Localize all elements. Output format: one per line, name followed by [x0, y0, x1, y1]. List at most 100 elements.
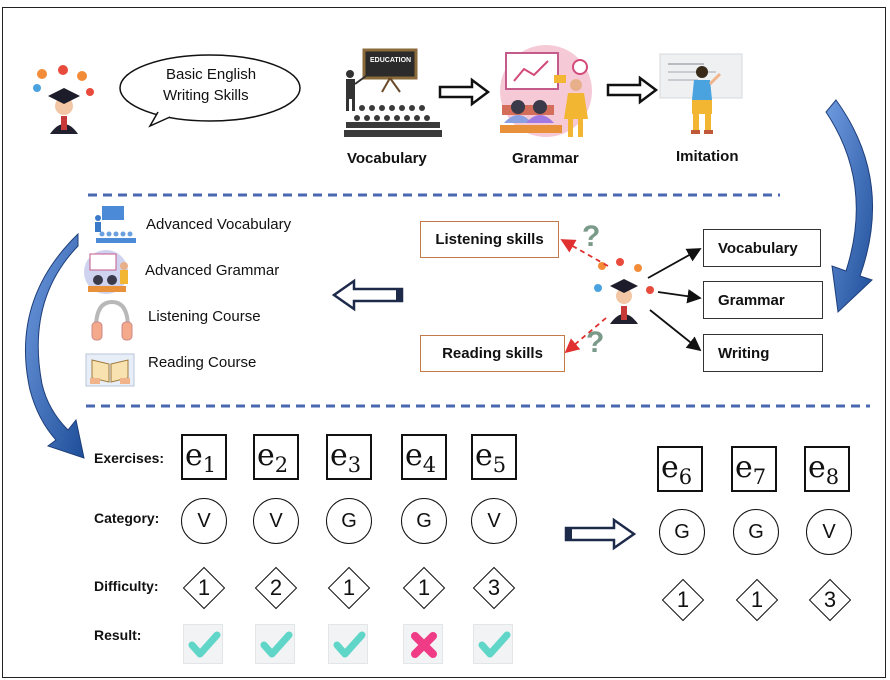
exercise-box-5: e5	[471, 434, 517, 480]
exercise-index: 6	[678, 465, 693, 489]
arrow-to-grammar	[657, 289, 702, 304]
arrow-to-writing	[649, 309, 702, 352]
reading-book-icon	[85, 353, 135, 387]
step-label-vocabulary: Vocabulary	[347, 150, 427, 167]
question-mark-lower: ?	[586, 326, 605, 359]
exercise-index: 4	[422, 453, 437, 477]
step-label-grammar: Grammar	[512, 150, 579, 167]
category-circle-4: G	[401, 498, 447, 544]
course-reading: Reading Course	[148, 354, 257, 371]
difficulty-value: 1	[676, 587, 690, 612]
category-circle-8: V	[806, 509, 852, 555]
difficulty-value: 1	[750, 587, 764, 612]
difficulty-diamond-6: 1	[661, 578, 705, 622]
category-circle-7: G	[733, 509, 779, 555]
classroom-icon	[344, 48, 442, 137]
exercise-index: 8	[825, 465, 840, 489]
difficulty-diamond-2: 2	[254, 566, 298, 610]
curved-arrow-right	[825, 99, 874, 314]
exercise-letter: e	[185, 438, 203, 473]
exercise-letter: e	[405, 438, 423, 473]
checkmark-icon	[260, 631, 293, 658]
difficulty-value: 2	[269, 575, 283, 600]
exercise-box-6: e6	[657, 446, 703, 492]
difficulty-diamond-7: 1	[735, 578, 779, 622]
missing-skill-listening: Listening skills	[420, 221, 559, 258]
exercise-letter: e	[735, 450, 753, 485]
result-4	[403, 624, 443, 664]
speech-bubble	[119, 54, 301, 128]
exercise-index: 1	[202, 453, 217, 477]
checkmark-icon	[188, 631, 221, 658]
exercise-index: 7	[752, 465, 767, 489]
hollow-arrow-right	[564, 517, 637, 551]
course-adv-vocabulary: Advanced Vocabulary	[146, 216, 292, 233]
difficulty-value: 1	[197, 575, 211, 600]
student-icon	[33, 65, 94, 134]
exercise-index: 2	[274, 453, 289, 477]
known-skill-vocabulary: Vocabulary	[703, 229, 821, 267]
hollow-arrow-2	[606, 75, 659, 105]
chalkboard-text: EDUCATION	[370, 57, 412, 64]
arrow-to-vocabulary	[647, 248, 702, 279]
speech-line-1: Basic English	[166, 66, 257, 83]
row-label-exercises: Exercises:	[94, 450, 165, 466]
row-label-category: Category:	[94, 510, 160, 526]
exercise-box-4: e4	[401, 434, 447, 480]
result-5	[473, 624, 513, 664]
exercise-box-8: e8	[804, 446, 850, 492]
exercise-letter: e	[475, 438, 493, 473]
exercise-index: 3	[347, 453, 362, 477]
exercise-letter: e	[330, 438, 348, 473]
hollow-arrow-left	[331, 278, 404, 312]
difficulty-value: 3	[487, 575, 501, 600]
missing-skill-reading: Reading skills	[420, 335, 565, 372]
exercise-letter: e	[808, 450, 826, 485]
speech-line-2: Writing Skills	[163, 87, 249, 104]
category-circle-5: V	[471, 498, 517, 544]
exercise-box-1: e1	[181, 434, 227, 480]
hollow-arrow-1	[438, 77, 491, 107]
curved-arrow-left	[24, 232, 85, 459]
row-label-difficulty: Difficulty:	[94, 578, 159, 594]
figure-frame	[2, 7, 886, 678]
grammar-classroom-icon	[500, 45, 592, 137]
difficulty-diamond-3: 1	[327, 566, 371, 610]
difficulty-diamond-4: 1	[402, 566, 446, 610]
row-label-result: Result:	[94, 627, 142, 643]
imitation-icon	[659, 53, 743, 134]
result-2	[255, 624, 295, 664]
student-icon-center	[594, 258, 654, 324]
difficulty-diamond-1: 1	[182, 566, 226, 610]
question-mark-upper: ?	[582, 220, 601, 253]
result-1	[183, 624, 223, 664]
known-skill-writing: Writing	[703, 334, 823, 372]
difficulty-value: 3	[823, 587, 837, 612]
difficulty-value: 1	[342, 575, 356, 600]
adv-grammar-icon	[84, 250, 128, 294]
headphones-icon	[91, 299, 133, 341]
category-circle-6: G	[659, 509, 705, 555]
exercise-box-2: e2	[253, 434, 299, 480]
exercise-letter: e	[257, 438, 275, 473]
difficulty-value: 1	[417, 575, 431, 600]
checkmark-icon	[333, 631, 366, 658]
known-skill-grammar: Grammar	[703, 281, 823, 319]
exercise-index: 5	[492, 453, 507, 477]
cross-icon	[411, 632, 437, 658]
category-circle-2: V	[253, 498, 299, 544]
result-3	[328, 624, 368, 664]
course-listening: Listening Course	[148, 308, 261, 325]
category-circle-1: V	[181, 498, 227, 544]
exercise-box-3: e3	[326, 434, 372, 480]
step-label-imitation: Imitation	[676, 148, 739, 165]
difficulty-diamond-5: 3	[472, 566, 516, 610]
category-circle-3: G	[326, 498, 372, 544]
difficulty-diamond-8: 3	[808, 578, 852, 622]
checkmark-icon	[478, 631, 511, 658]
exercise-letter: e	[661, 450, 679, 485]
course-adv-grammar: Advanced Grammar	[145, 262, 280, 279]
adv-vocab-icon	[95, 206, 136, 243]
exercise-box-7: e7	[731, 446, 777, 492]
